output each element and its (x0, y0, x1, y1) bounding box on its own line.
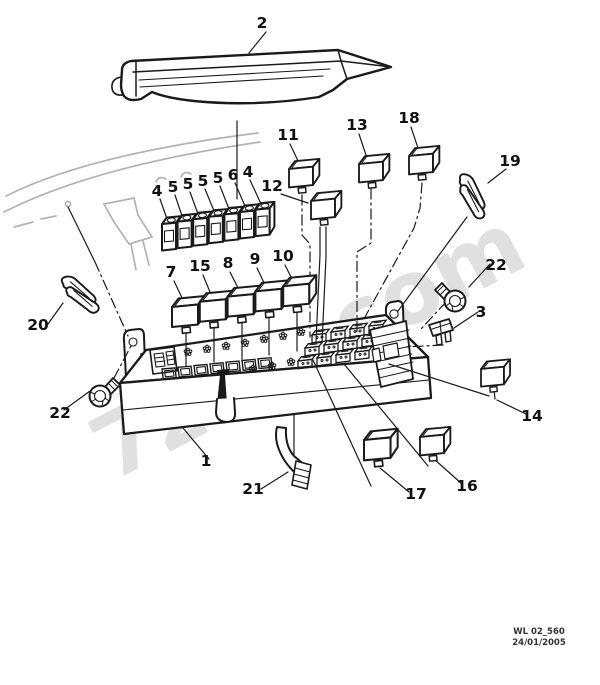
callout-relay-15: 15 (189, 257, 211, 275)
callout-clip-20: 20 (27, 316, 49, 334)
part-upper-relays (288, 144, 441, 227)
callout-fuse-5d: 5 (213, 169, 224, 187)
callout-fuse-6: 6 (228, 166, 239, 184)
part-cover (111, 48, 393, 105)
callout-relay-9: 9 (250, 250, 261, 268)
part-fuse-holder-row (161, 200, 276, 252)
drawing-code: WL 02_560 (513, 627, 565, 637)
callout-fuse-4a: 4 (152, 182, 163, 200)
callout-cover: 2 (257, 14, 268, 32)
part-blade-fuse (428, 318, 454, 346)
callout-clip-19: 19 (499, 152, 521, 170)
callout-relay-11: 11 (277, 126, 299, 144)
callout-fuse-5b: 5 (183, 175, 194, 193)
callout-relay-12: 12 (261, 177, 283, 195)
callout-tube-21: 21 (242, 480, 264, 498)
callout-relay-18: 18 (398, 109, 420, 127)
part-tube (275, 426, 312, 490)
callout-fuse-5c: 5 (198, 172, 209, 190)
callout-relay-7: 7 (166, 263, 177, 281)
vehicle-body-sketch (3, 132, 261, 271)
drawing-date: 24/01/2005 (512, 638, 566, 648)
callout-fuse-5a: 5 (168, 178, 179, 196)
callout-fusebox-1: 1 (201, 452, 212, 470)
callout-relay-17: 17 (405, 485, 427, 503)
callout-relay-14: 14 (521, 407, 543, 425)
callout-screw-22-right: 22 (485, 256, 507, 274)
callout-fuse-4b: 4 (243, 163, 254, 181)
leader-lines (47, 31, 527, 493)
part-fusebox-body (118, 300, 433, 436)
callout-relay-13: 13 (346, 116, 368, 134)
callout-relay-16: 16 (456, 477, 478, 495)
callout-relay-8: 8 (223, 254, 234, 272)
callout-blade-fuse-3: 3 (476, 303, 487, 321)
callout-labels: 2 11 13 18 19 4 5 5 5 5 6 4 12 7 15 8 9 … (27, 14, 543, 503)
callout-screw-22-left: 22 (49, 404, 71, 422)
footer: WL 02_560 24/01/2005 (512, 627, 566, 648)
callout-relay-10: 10 (272, 247, 294, 265)
